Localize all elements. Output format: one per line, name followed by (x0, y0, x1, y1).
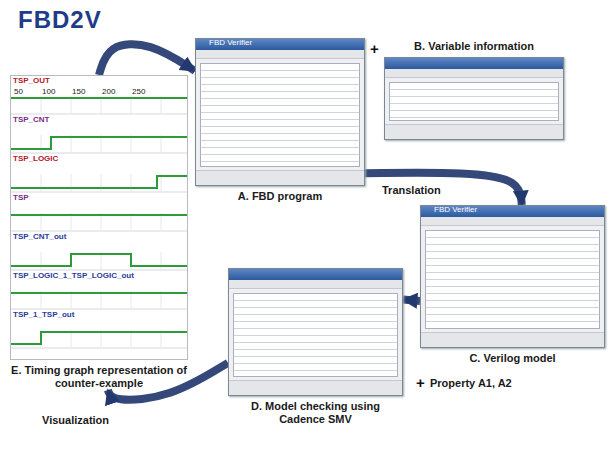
window-frame (420, 205, 605, 348)
panel-heading: E. Timing graph representation of counte… (10, 364, 188, 390)
signal-trace (11, 137, 187, 149)
editor-pane (233, 293, 398, 377)
signal-trace (11, 254, 187, 266)
row-divider (11, 270, 187, 271)
edge-label: Visualization (40, 414, 111, 426)
time-value: 200 (102, 87, 115, 97)
panel-heading: A. FBD program (195, 190, 365, 203)
signal-trace (11, 214, 187, 216)
annotation: + (416, 374, 425, 391)
row-divider (11, 309, 187, 310)
time-value: 250 (132, 87, 145, 97)
screenshot-panel: E. Timing graph representation of counte… (10, 75, 188, 390)
signal-trace (11, 97, 187, 99)
signal-name: TSP_CNT_out (13, 232, 66, 242)
signal-name: TSP_LOGIC_1_TSP_LOGIC_out (13, 271, 134, 281)
row-divider (11, 192, 187, 193)
menu-bar (421, 217, 604, 226)
signal-name: TSP (13, 193, 29, 203)
window-frame (195, 38, 365, 186)
title-bar (229, 269, 402, 280)
screenshot-panel: B. Variable information (384, 40, 564, 140)
annotation: Property A1, A2 (430, 377, 512, 389)
signal-name: TSP_LOGIC (13, 154, 58, 164)
time-value: 50 (14, 87, 23, 97)
process-arrow (403, 300, 420, 301)
process-arrow (365, 173, 522, 205)
editor-pane (200, 63, 360, 167)
menu-bar (229, 280, 402, 289)
menu-bar (385, 69, 563, 78)
status-bar (196, 170, 364, 185)
editor-pane (389, 82, 559, 121)
editor-pane (425, 230, 600, 329)
signal-name: TSP_1_TSP_out (13, 310, 74, 320)
signal-name: TSP_CNT (13, 115, 49, 125)
signal-trace (11, 176, 187, 188)
status-bar (229, 380, 402, 395)
time-value: 150 (72, 87, 85, 97)
window-frame (384, 57, 564, 140)
process-arrow (99, 44, 195, 75)
status-bar (385, 124, 563, 139)
time-value: 100 (42, 87, 55, 97)
panel-heading: D. Model checking using Cadence SMV (228, 400, 403, 426)
diagram-title: FBD2V (18, 6, 102, 34)
window-frame (228, 268, 403, 396)
screenshot-panel: D. Model checking using Cadence SMV (228, 268, 403, 426)
signal-trace (11, 332, 187, 344)
signal-name: TSP_OUT (13, 76, 50, 86)
row-divider (11, 231, 187, 232)
row-divider (11, 114, 187, 115)
screenshot-panel: A. FBD program FBD Verifier (195, 38, 365, 203)
menu-bar (196, 50, 364, 59)
signal-trace (11, 292, 187, 294)
row-divider (11, 153, 187, 154)
status-bar (421, 332, 604, 347)
window-title: FBD Verifier (434, 205, 477, 215)
title-bar (385, 58, 563, 69)
row-divider (11, 348, 187, 349)
panel-heading: B. Variable information (384, 40, 564, 53)
annotation: + (370, 40, 379, 57)
panel-heading: C. Verilog model (420, 352, 605, 365)
screenshot-panel: C. Verilog model FBD Verifier (420, 205, 605, 365)
window-title: FBD Verifier (209, 38, 252, 48)
edge-label: Translation (380, 184, 443, 196)
